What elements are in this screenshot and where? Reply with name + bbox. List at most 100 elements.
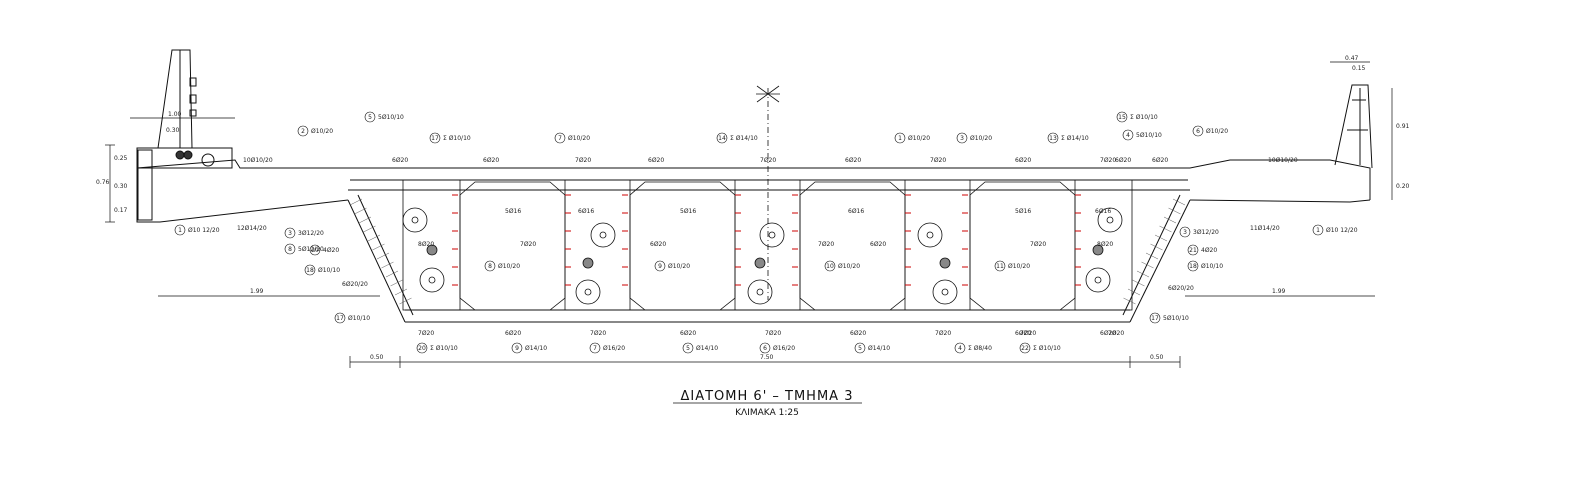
callout-bubble	[554, 132, 566, 144]
callout-tag: 11	[996, 263, 1004, 270]
dim-right-height-0: 0.91	[1396, 123, 1410, 130]
callout-bubble	[334, 312, 346, 324]
drawing-title: ΔΙΑΤΟΜΗ 6' – ΤΜΗΜΑ 3 ΚΛΙΜΑΚΑ 1:25	[673, 389, 862, 418]
bottom-label: 7Ø20	[1108, 330, 1124, 337]
callout-text: Σ Ø14/10	[1061, 135, 1089, 142]
callout-tag: 18	[306, 267, 314, 274]
web-label: 6Ø16	[578, 208, 594, 215]
mid-label: 7Ø20	[818, 241, 834, 248]
strand-anchor	[1092, 244, 1104, 256]
deck-label: 10Ø10/20	[1268, 157, 1298, 164]
callout-text: 5Ø10/10	[1136, 132, 1162, 139]
hatch-line	[1132, 279, 1145, 287]
duct-core	[584, 288, 592, 296]
mid-label: 8Ø20	[1097, 241, 1113, 248]
callout-tag: 14	[718, 135, 726, 142]
dim-right-top-inner: 0.15	[1352, 65, 1366, 72]
web-block	[734, 179, 801, 311]
callout-tag: 7	[558, 135, 562, 142]
callout-tag: 4	[958, 345, 962, 352]
callout-bubble	[1312, 224, 1324, 236]
callout-tag: 21	[1189, 247, 1197, 254]
callout-text: 4Ø20	[323, 247, 339, 254]
dim-right-top-width: 0.47	[1345, 55, 1359, 62]
callout-tag: 20	[311, 247, 319, 254]
callout-tag: 3	[288, 230, 292, 237]
hatch-line	[1136, 270, 1150, 278]
duct-core	[1094, 276, 1102, 284]
duct-core	[428, 276, 436, 284]
duct-circle	[419, 267, 445, 293]
callout-tag: 18	[1189, 263, 1197, 270]
callout-tag: 6	[1196, 128, 1200, 135]
callout-bubble	[174, 224, 186, 236]
bottom-label: 6Ø20	[680, 330, 696, 337]
callout-text: 5Ø10/10	[1163, 315, 1189, 322]
callout-tag: 13	[1049, 135, 1057, 142]
callout-text: 3Ø12/20	[298, 230, 324, 237]
callout-bubble	[364, 111, 376, 123]
deck-outline	[136, 159, 1371, 323]
left-web-hatch	[349, 198, 412, 305]
callout-text: Ø10/20	[838, 263, 860, 270]
callout-bubble	[589, 342, 601, 354]
left-misc-1: 6Ø20/20	[342, 281, 368, 288]
strand-anchor	[754, 257, 766, 269]
hatch-line	[372, 243, 385, 251]
hatch-line	[1163, 216, 1177, 224]
callout-bubble	[956, 132, 968, 144]
callout-tag: 3	[960, 135, 964, 142]
dimension-texts: 0.50 7.50 0.50 1.99 1.99 1.00 0.30 0.25 …	[96, 55, 1410, 361]
callout-text: Ø10/10	[1201, 263, 1223, 270]
right-web-hatch	[1123, 198, 1186, 305]
callout-bubble	[309, 244, 321, 256]
bottom-label: 6Ø20	[1015, 330, 1031, 337]
strand-anchor	[582, 257, 594, 269]
bottom-label: 7Ø20	[1020, 330, 1036, 337]
callout-bubble	[484, 260, 496, 272]
callout-tag: 6	[763, 345, 767, 352]
duct-circle	[932, 279, 958, 305]
hatch-line	[385, 270, 399, 278]
callout-tag: 4	[1126, 132, 1130, 139]
callout-bubble	[954, 342, 966, 354]
deck-label: 10Ø10/20	[243, 157, 273, 164]
callout-tag: 5	[686, 345, 690, 352]
callout-bubble	[429, 132, 441, 144]
callout-bubble	[716, 132, 728, 144]
right-misc-0: 11Ø14/20	[1250, 225, 1280, 232]
left-callout: 20 4Ø20	[309, 244, 339, 256]
callout-text: Ø14/10	[525, 345, 547, 352]
hatch-line	[1154, 234, 1168, 242]
hatch-line	[354, 207, 367, 215]
callout-bubble	[654, 260, 666, 272]
callout-tag: 8	[488, 263, 492, 270]
top-callout: 4 5Ø10/10	[1122, 129, 1162, 141]
callout-tag: 5	[858, 345, 862, 352]
void-cell	[799, 181, 906, 311]
callout-tag: 22	[1021, 345, 1029, 352]
duct-circle	[747, 279, 773, 305]
dim-left-cantilever: 1.99	[250, 288, 264, 295]
mid-label: 7Ø20	[520, 241, 536, 248]
callout-text: Ø10/20	[668, 263, 690, 270]
hatch-line	[349, 198, 363, 206]
title-main: ΔΙΑΤΟΜΗ 6' – ΤΜΗΜΑ 3	[681, 389, 854, 404]
strand-anchor	[939, 257, 951, 269]
